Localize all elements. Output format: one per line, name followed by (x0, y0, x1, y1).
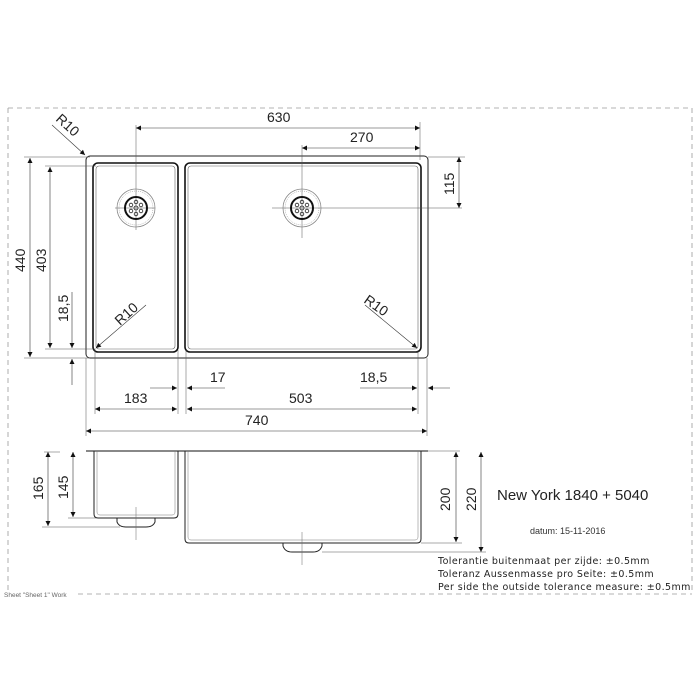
dimension-right-margin: 18,5 (360, 369, 450, 391)
tolerance-en: Per side the outside tolerance measure: … (438, 582, 691, 593)
dimension-220: 220 (322, 452, 486, 553)
svg-text:630: 630 (267, 109, 291, 125)
svg-text:403: 403 (33, 248, 49, 272)
svg-text:183: 183 (124, 390, 148, 406)
svg-text:145: 145 (55, 475, 71, 499)
dimension-403: 403 (33, 165, 96, 350)
svg-text:740: 740 (245, 412, 269, 428)
svg-text:R10: R10 (361, 291, 391, 319)
right-bowl (184, 162, 422, 353)
dimension-165: 165 (30, 451, 120, 528)
svg-text:18,5: 18,5 (360, 369, 387, 385)
sheet-border (7, 107, 693, 595)
svg-text:17: 17 (210, 369, 226, 385)
side-view: 165 145 200 220 (30, 450, 486, 565)
svg-text:200: 200 (437, 487, 453, 511)
dimension-630: 630 (136, 109, 421, 160)
right-bowl-profile (184, 451, 422, 565)
left-drain-icon (115, 125, 156, 230)
dimension-17: 17 (150, 369, 226, 391)
tolerance-de: Toleranz Aussenmasse pro Seite: ±0.5mm (437, 569, 654, 580)
dimension-503: 503 (187, 390, 417, 412)
svg-text:503: 503 (289, 390, 313, 406)
dimension-740: 740 (86, 412, 427, 434)
svg-text:18,5: 18,5 (55, 295, 71, 322)
sheet-label: Sheet "Sheet 1" Work (4, 592, 67, 599)
dimension-200: 200 (421, 452, 462, 544)
top-view: 630 270 115 R10 R10 R10 (12, 109, 465, 436)
date-label: datum: 15-11-2016 (530, 526, 605, 536)
svg-text:440: 440 (12, 248, 28, 272)
svg-text:220: 220 (463, 487, 479, 511)
right-drain-icon (272, 145, 462, 238)
left-bowl-profile (93, 451, 179, 540)
sink-outer-rim (85, 155, 429, 359)
svg-text:115: 115 (441, 172, 457, 195)
right-bowl-radius-label: R10 (361, 291, 418, 349)
left-bowl-radius-label: R10 (95, 299, 147, 349)
extension-lines-bottom (85, 350, 428, 436)
svg-text:R10: R10 (53, 110, 83, 139)
dimension-440: 440 (12, 156, 90, 359)
svg-text:R10: R10 (111, 299, 141, 328)
model-title: New York 1840 + 5040 (497, 487, 648, 504)
outer-radius-label: R10 (51, 110, 86, 156)
svg-text:270: 270 (350, 129, 374, 145)
dimension-270: 270 (302, 129, 420, 151)
left-bowl (92, 162, 179, 353)
dimension-bottom-margin: 18,5 (55, 292, 75, 385)
dimension-115: 115 (428, 156, 465, 208)
tolerance-nl: Tolerantie buitenmaat per zijde: ±0.5mm (437, 556, 650, 567)
title-block: New York 1840 + 5040 datum: 15-11-2016 T… (4, 487, 691, 599)
dimension-145: 145 (55, 452, 96, 519)
svg-text:165: 165 (30, 476, 46, 500)
dimension-183: 183 (95, 390, 177, 412)
